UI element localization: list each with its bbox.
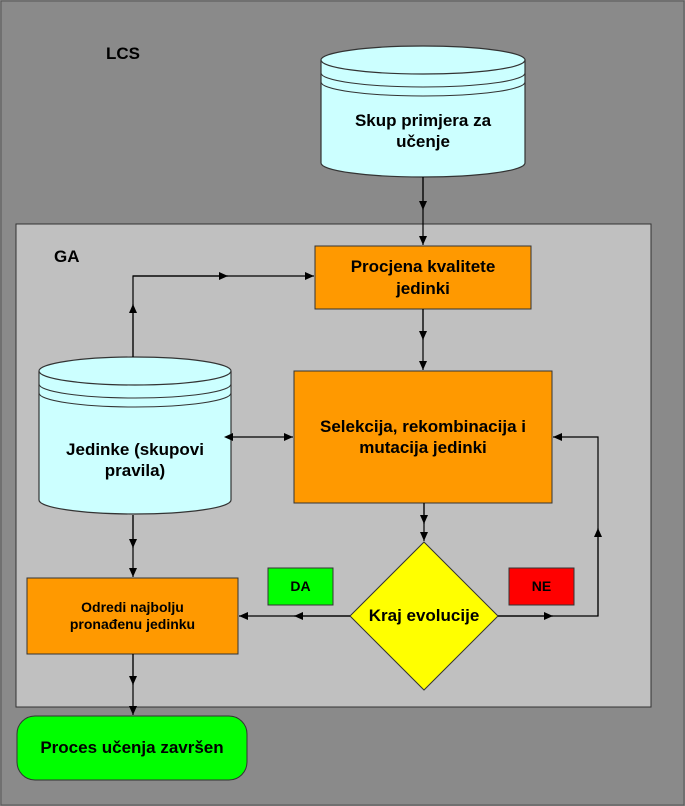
no-label: NE [531, 577, 552, 594]
population-cylinder [38, 356, 232, 515]
no-tag [508, 567, 575, 606]
evaluate-label: Procjena kvalitete jedinki [350, 257, 496, 298]
population-label: Jedinke (skupovi pravila) [66, 439, 204, 480]
evaluate-box [314, 245, 532, 310]
yes-tag [267, 567, 334, 606]
training-set-label: Skup primjera za učenje [354, 110, 492, 151]
lcs-label: LCS [106, 44, 140, 63]
decision-diamond [349, 541, 499, 691]
select-label: Selekcija, rekombinacija i mutacija jedi… [319, 416, 526, 457]
find-best-box [26, 577, 239, 655]
decision-label: Kraj evolucije [368, 606, 480, 626]
select-box [293, 370, 553, 504]
training-set-cylinder [320, 45, 526, 178]
ga-label: GA [54, 247, 80, 266]
yes-label: DA [290, 577, 311, 594]
end-terminator [16, 715, 248, 781]
find-best-label: Odredi najbolju pronađenu jedinku [69, 598, 196, 633]
end-label: Proces učenja završen [40, 738, 224, 758]
